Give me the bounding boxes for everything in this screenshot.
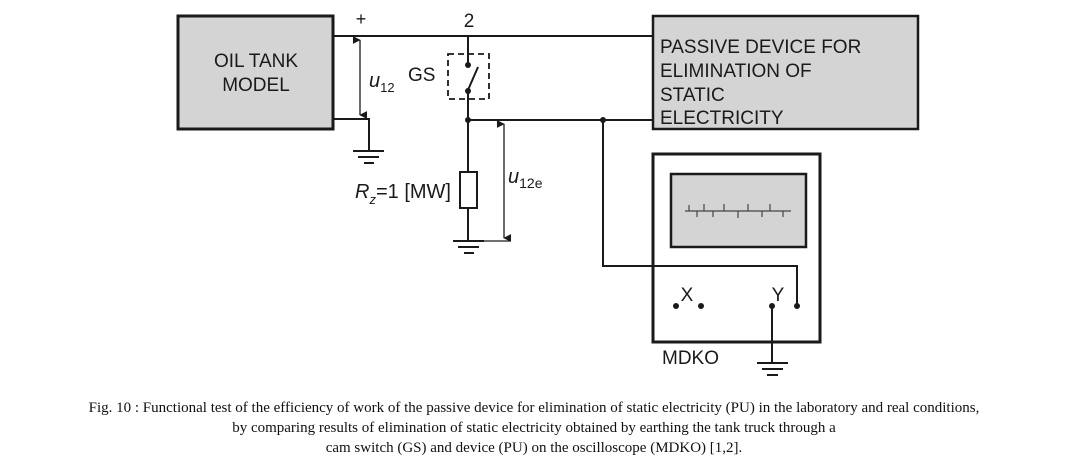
y-terminal-right <box>794 303 800 309</box>
plus-label: + <box>356 9 367 29</box>
gs-label: GS <box>408 65 435 86</box>
ground-icon <box>353 150 384 164</box>
scope-y-wire <box>602 120 798 306</box>
u12e-label: u12e <box>508 166 543 191</box>
oil-tank-label-line1: OIL TANK <box>214 51 298 72</box>
passive-device-label-line1: PASSIVE DEVICE FOR <box>660 37 861 58</box>
mdko-label: MDKO <box>662 348 719 369</box>
caption-line-1: Fig. 10 : Functional test of the efficie… <box>89 400 980 416</box>
cam-switch-gs <box>447 36 490 172</box>
passive-device-label-line4: ELECTRICITY <box>660 108 784 129</box>
y-input-label: Y <box>772 285 785 306</box>
ground-icon <box>453 240 484 254</box>
oscilloscope-mdko: X Y <box>651 152 822 362</box>
ground-icon <box>757 362 788 376</box>
oil-tank-ground-wire <box>333 118 370 150</box>
resistor-rz <box>459 171 478 240</box>
passive-device-label-line2: ELIMINATION OF <box>660 61 812 82</box>
x-input-label: X <box>681 285 694 306</box>
caption-line-3: cam switch (GS) and device (PU) on the o… <box>326 440 743 456</box>
oil-tank-label-line2: MODEL <box>222 75 290 96</box>
x-terminal-left <box>673 303 679 309</box>
node-2-label: 2 <box>464 11 475 32</box>
caption-line-2: by comparing results of elimination of s… <box>232 420 836 436</box>
x-terminal-right <box>698 303 704 309</box>
rz-label: Rz=1 [MW] <box>355 181 451 207</box>
passive-device-block: PASSIVE DEVICE FOR ELIMINATION OF STATIC… <box>651 14 920 131</box>
oil-tank-model-block: OIL TANK MODEL <box>176 14 335 131</box>
passive-device-label-line3: STATIC <box>660 85 725 106</box>
screen-trace <box>685 204 791 218</box>
u12-label: u12 <box>369 70 395 95</box>
